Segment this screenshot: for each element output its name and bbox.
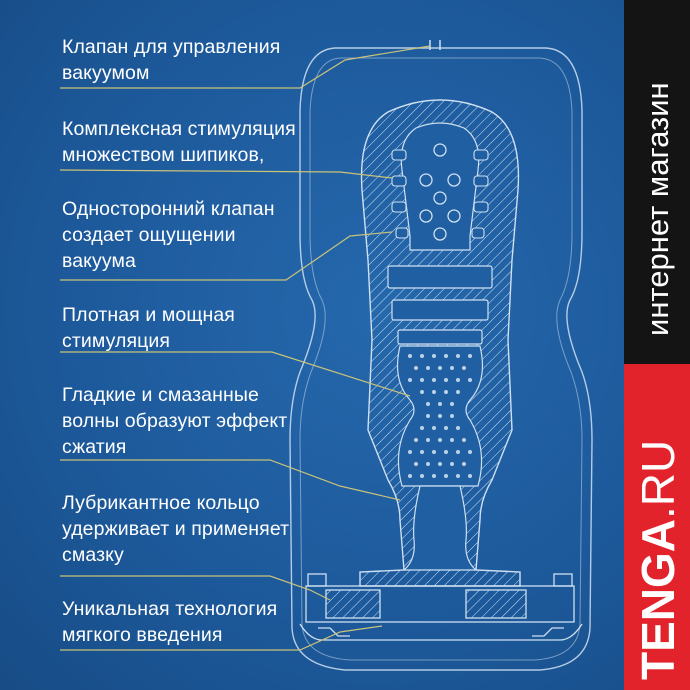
cavity-nubs xyxy=(391,149,489,239)
inner-cavity xyxy=(400,122,480,251)
outer-cup-outline xyxy=(289,47,593,671)
shop-caption: интернет магазин xyxy=(640,82,675,336)
label-tight-stimulation: Плотная и мощная стимуляция xyxy=(62,304,235,352)
leader-lines xyxy=(59,45,431,651)
inner-cup-outline xyxy=(299,57,583,661)
label-vacuum-control-valve: Клапан для управления вакуумом xyxy=(62,36,281,84)
label-complex-stimulation: Комплексная стимуляция множеством шипико… xyxy=(62,118,296,166)
entrance-channel xyxy=(402,485,478,571)
ring-ribs xyxy=(387,265,493,345)
base-ring xyxy=(299,573,583,641)
label-soft-insertion: Уникальная технология мягкого введения xyxy=(62,598,278,646)
brand-name: TENGA xyxy=(632,519,684,680)
brand-sidebar: интернет магазин TENGA.RU xyxy=(624,0,690,690)
cavity-holes xyxy=(419,143,461,241)
sidebar-red-panel xyxy=(624,364,690,690)
label-smooth-waves: Гладкие и смазанные волны образуют эффек… xyxy=(62,384,288,458)
sidebar-dark-panel xyxy=(624,0,690,364)
label-one-way-valve: Односторонний клапан создает ощущении ва… xyxy=(62,198,275,272)
label-lubricant-ring: Лубрикантное кольцо удерживает и применя… xyxy=(62,492,290,566)
brand-logo: TENGA.RU xyxy=(632,439,684,680)
brand-domain: .RU xyxy=(632,439,684,519)
dotted-zone-dots xyxy=(408,354,472,478)
